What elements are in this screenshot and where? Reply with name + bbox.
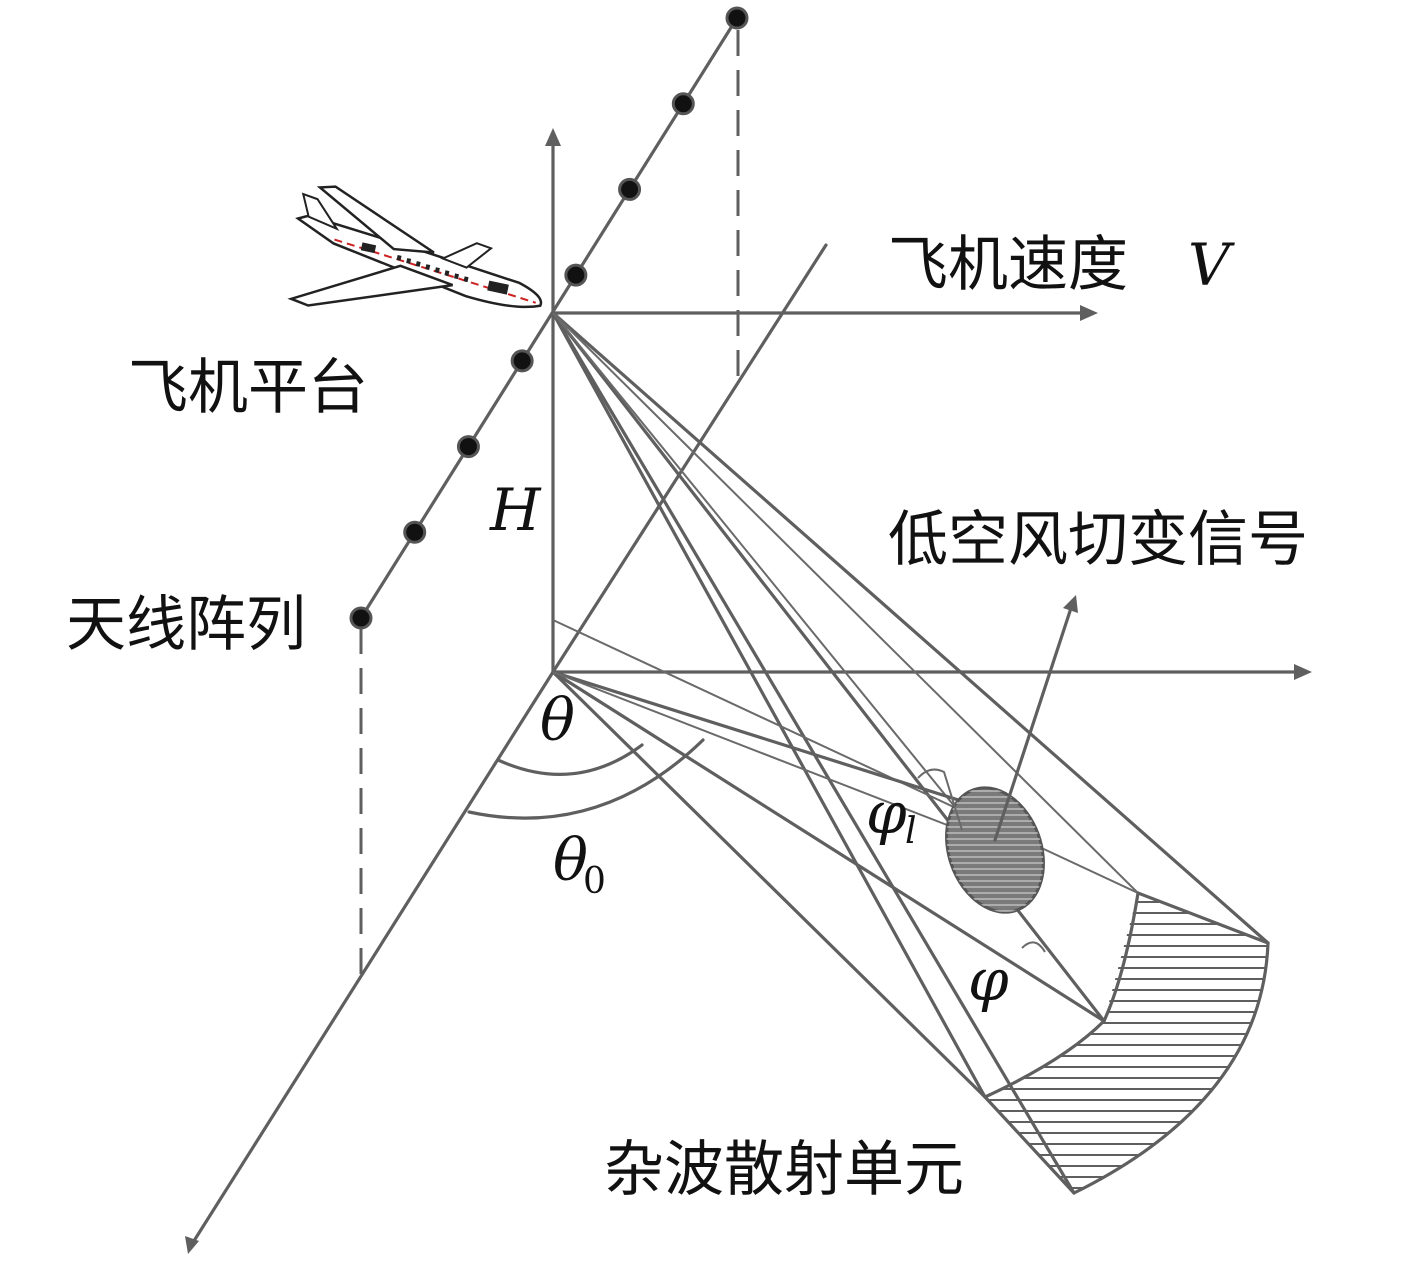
wind-shear-arrow-head — [1063, 595, 1078, 613]
phi-l-symbol: φ — [866, 779, 907, 847]
ground-y-axis — [190, 670, 555, 1246]
antenna-element-icon — [725, 6, 749, 30]
antenna-array-line — [359, 16, 739, 620]
airplane-icon — [287, 185, 543, 309]
clutter-scattering-cell — [983, 891, 1270, 1195]
radar-beam-lines — [551, 311, 1270, 1195]
wind-shear-target — [940, 595, 1078, 914]
phi-symbol: φ — [968, 946, 1009, 1014]
wind-shear-arrow-line — [993, 603, 1074, 842]
antenna-element-icon — [349, 606, 373, 630]
antenna-element-icon — [618, 177, 642, 201]
aircraft-platform-label: 飞机平台 — [128, 353, 368, 423]
phi-arc — [1021, 941, 1046, 953]
velocity-axis-arrow — [1080, 305, 1098, 321]
antenna-element-icon — [671, 92, 695, 116]
vertical-axis-arrow — [545, 128, 561, 146]
height-symbol: H — [489, 476, 542, 544]
phi-l-arc — [917, 768, 963, 831]
theta0-symbol: θ — [553, 826, 588, 894]
wind-shear-signal-label: 低空风切变信号 — [888, 505, 1308, 575]
theta0-subscript: 0 — [583, 861, 606, 902]
ground-y-axis-arrow — [185, 1236, 199, 1254]
oblique-line — [551, 243, 828, 674]
ground-beam-lines — [551, 619, 1139, 1099]
ground-x-axis-arrow — [1294, 664, 1312, 680]
antenna-element-icon — [564, 263, 588, 287]
antenna-element-icon — [456, 435, 480, 459]
antenna-array-label: 天线阵列 — [66, 590, 306, 660]
velocity-symbol: V — [1188, 231, 1235, 299]
angle-arcs — [467, 738, 1046, 953]
theta0-arc — [467, 738, 705, 820]
phi-l-subscript: l — [905, 811, 917, 852]
aircraft-velocity-label: 飞机速度 — [888, 230, 1128, 300]
theta-arc — [496, 743, 644, 776]
theta-symbol: θ — [540, 686, 575, 754]
antenna-array — [349, 6, 749, 975]
clutter-cell-label: 杂波散射单元 — [604, 1135, 964, 1205]
coordinate-axes — [185, 128, 1312, 1254]
antenna-element-icon — [510, 349, 534, 373]
antenna-element-icon — [403, 520, 427, 544]
